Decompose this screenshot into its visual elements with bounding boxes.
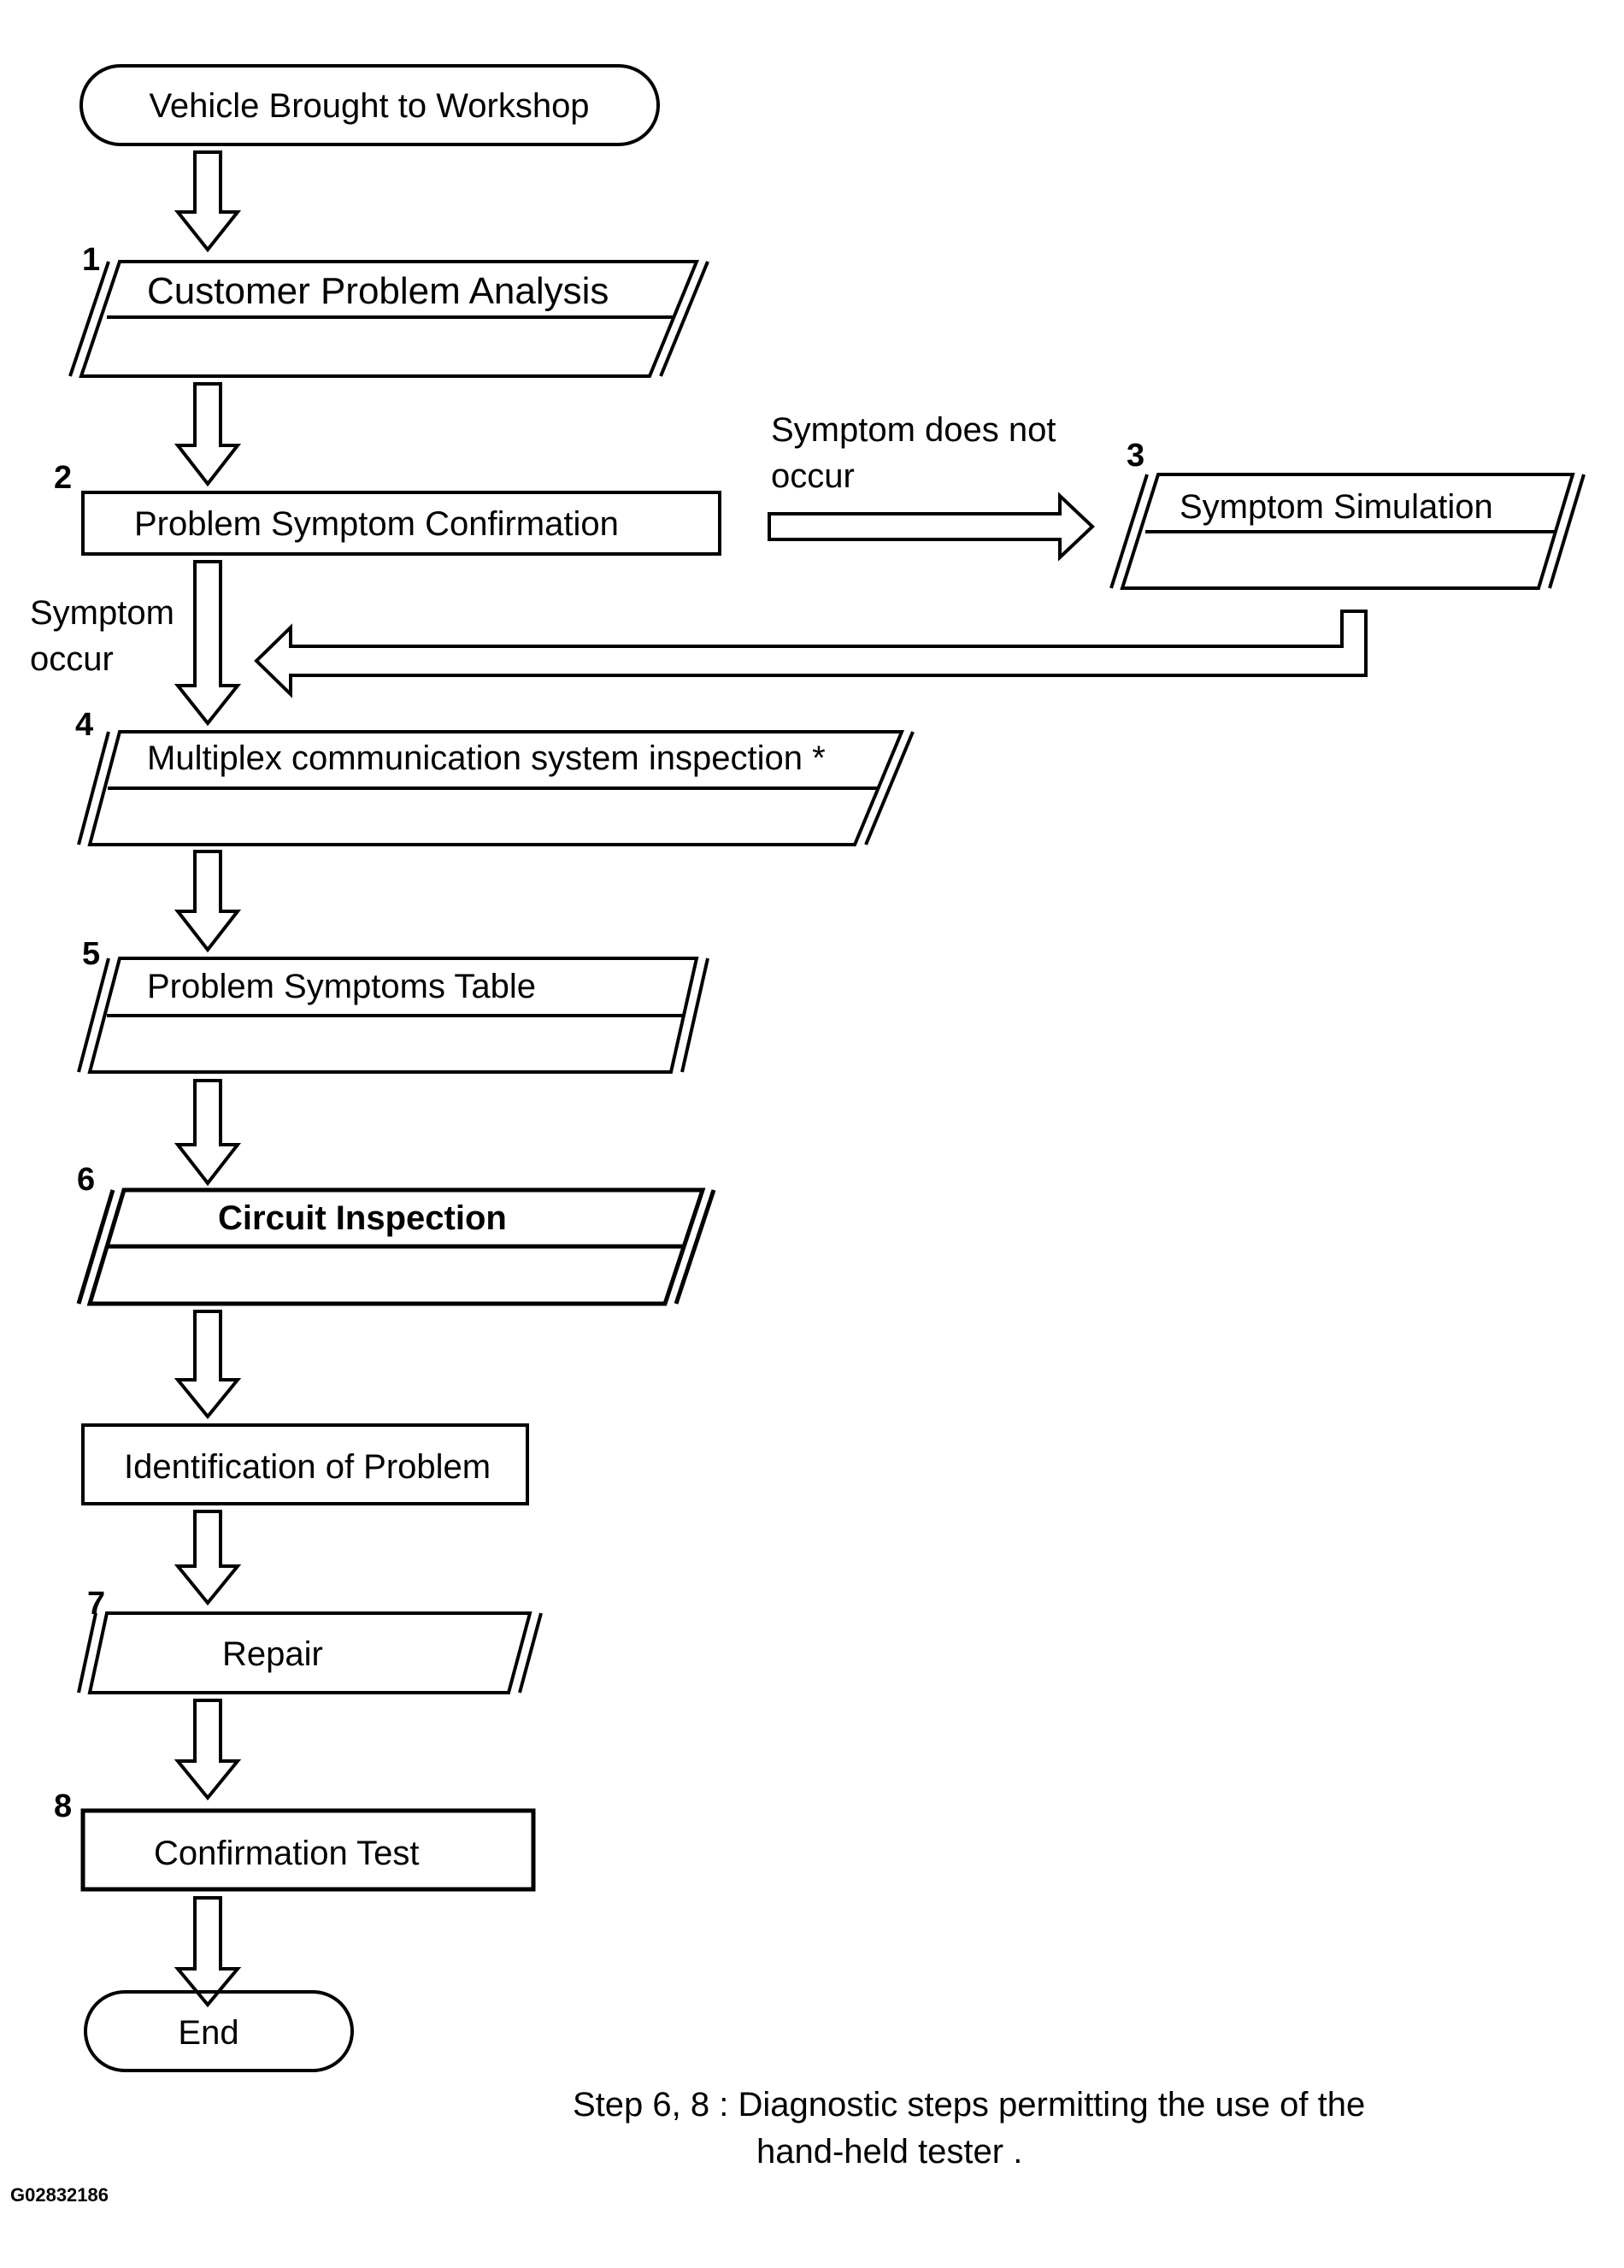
step8-box <box>80 1808 536 1892</box>
flow-arrow <box>174 1510 242 1606</box>
step3-box <box>1109 473 1586 590</box>
start-terminator <box>79 64 660 146</box>
step1-box <box>68 260 709 378</box>
flow-arrow <box>174 1896 242 2008</box>
footnote-line2: hand-held tester . <box>756 2133 1022 2171</box>
figure-code: G02832186 <box>10 2184 109 2206</box>
step7-label: Repair <box>222 1635 323 1673</box>
identification-box <box>81 1423 529 1505</box>
step2-label: Problem Symptom Confirmation <box>134 505 619 543</box>
flow-arrow-return <box>254 610 1368 698</box>
start-label: Vehicle Brought to Workshop <box>149 87 589 125</box>
step5-number: 5 <box>82 936 100 972</box>
step3-number: 3 <box>1127 438 1144 474</box>
step8-number: 8 <box>54 1788 72 1824</box>
step4-number: 4 <box>75 707 93 743</box>
identification-label: Identification of Problem <box>124 1448 491 1486</box>
end-terminator <box>84 1990 354 2072</box>
step4-label: Multiplex communication system inspectio… <box>147 739 826 777</box>
step5-label: Problem Symptoms Table <box>147 968 536 1005</box>
flow-arrow <box>174 1310 242 1420</box>
step1-number: 1 <box>82 242 100 278</box>
flow-arrow <box>174 560 242 727</box>
flow-arrow <box>174 1079 242 1187</box>
occur-label-line1: Symptom <box>30 594 174 632</box>
step7-number: 7 <box>87 1586 105 1622</box>
step3-label: Symptom Simulation <box>1180 488 1493 526</box>
step2-number: 2 <box>54 460 72 496</box>
end-label: End <box>178 2014 238 2052</box>
flow-arrow-right <box>768 492 1095 562</box>
step6-box <box>76 1187 716 1306</box>
step6-number: 6 <box>77 1162 95 1198</box>
step8-label: Confirmation Test <box>154 1835 420 1872</box>
step6-label: Circuit Inspection <box>218 1199 507 1237</box>
step5-box <box>77 957 709 1074</box>
not-occur-label-line1: Symptom does not <box>771 411 1056 449</box>
not-occur-label-line2: occur <box>771 457 855 495</box>
flow-arrow <box>174 150 242 253</box>
flow-arrow <box>174 1699 242 1801</box>
footnote-line1: Step 6, 8 : Diagnostic steps permitting … <box>573 2086 1365 2124</box>
step7-box <box>77 1611 543 1694</box>
step1-label: Customer Problem Analysis <box>147 270 609 312</box>
occur-label-line2: occur <box>30 640 114 678</box>
flow-arrow <box>174 382 242 487</box>
flow-arrow <box>174 850 242 953</box>
step2-box <box>81 491 721 556</box>
step4-box <box>77 730 915 846</box>
